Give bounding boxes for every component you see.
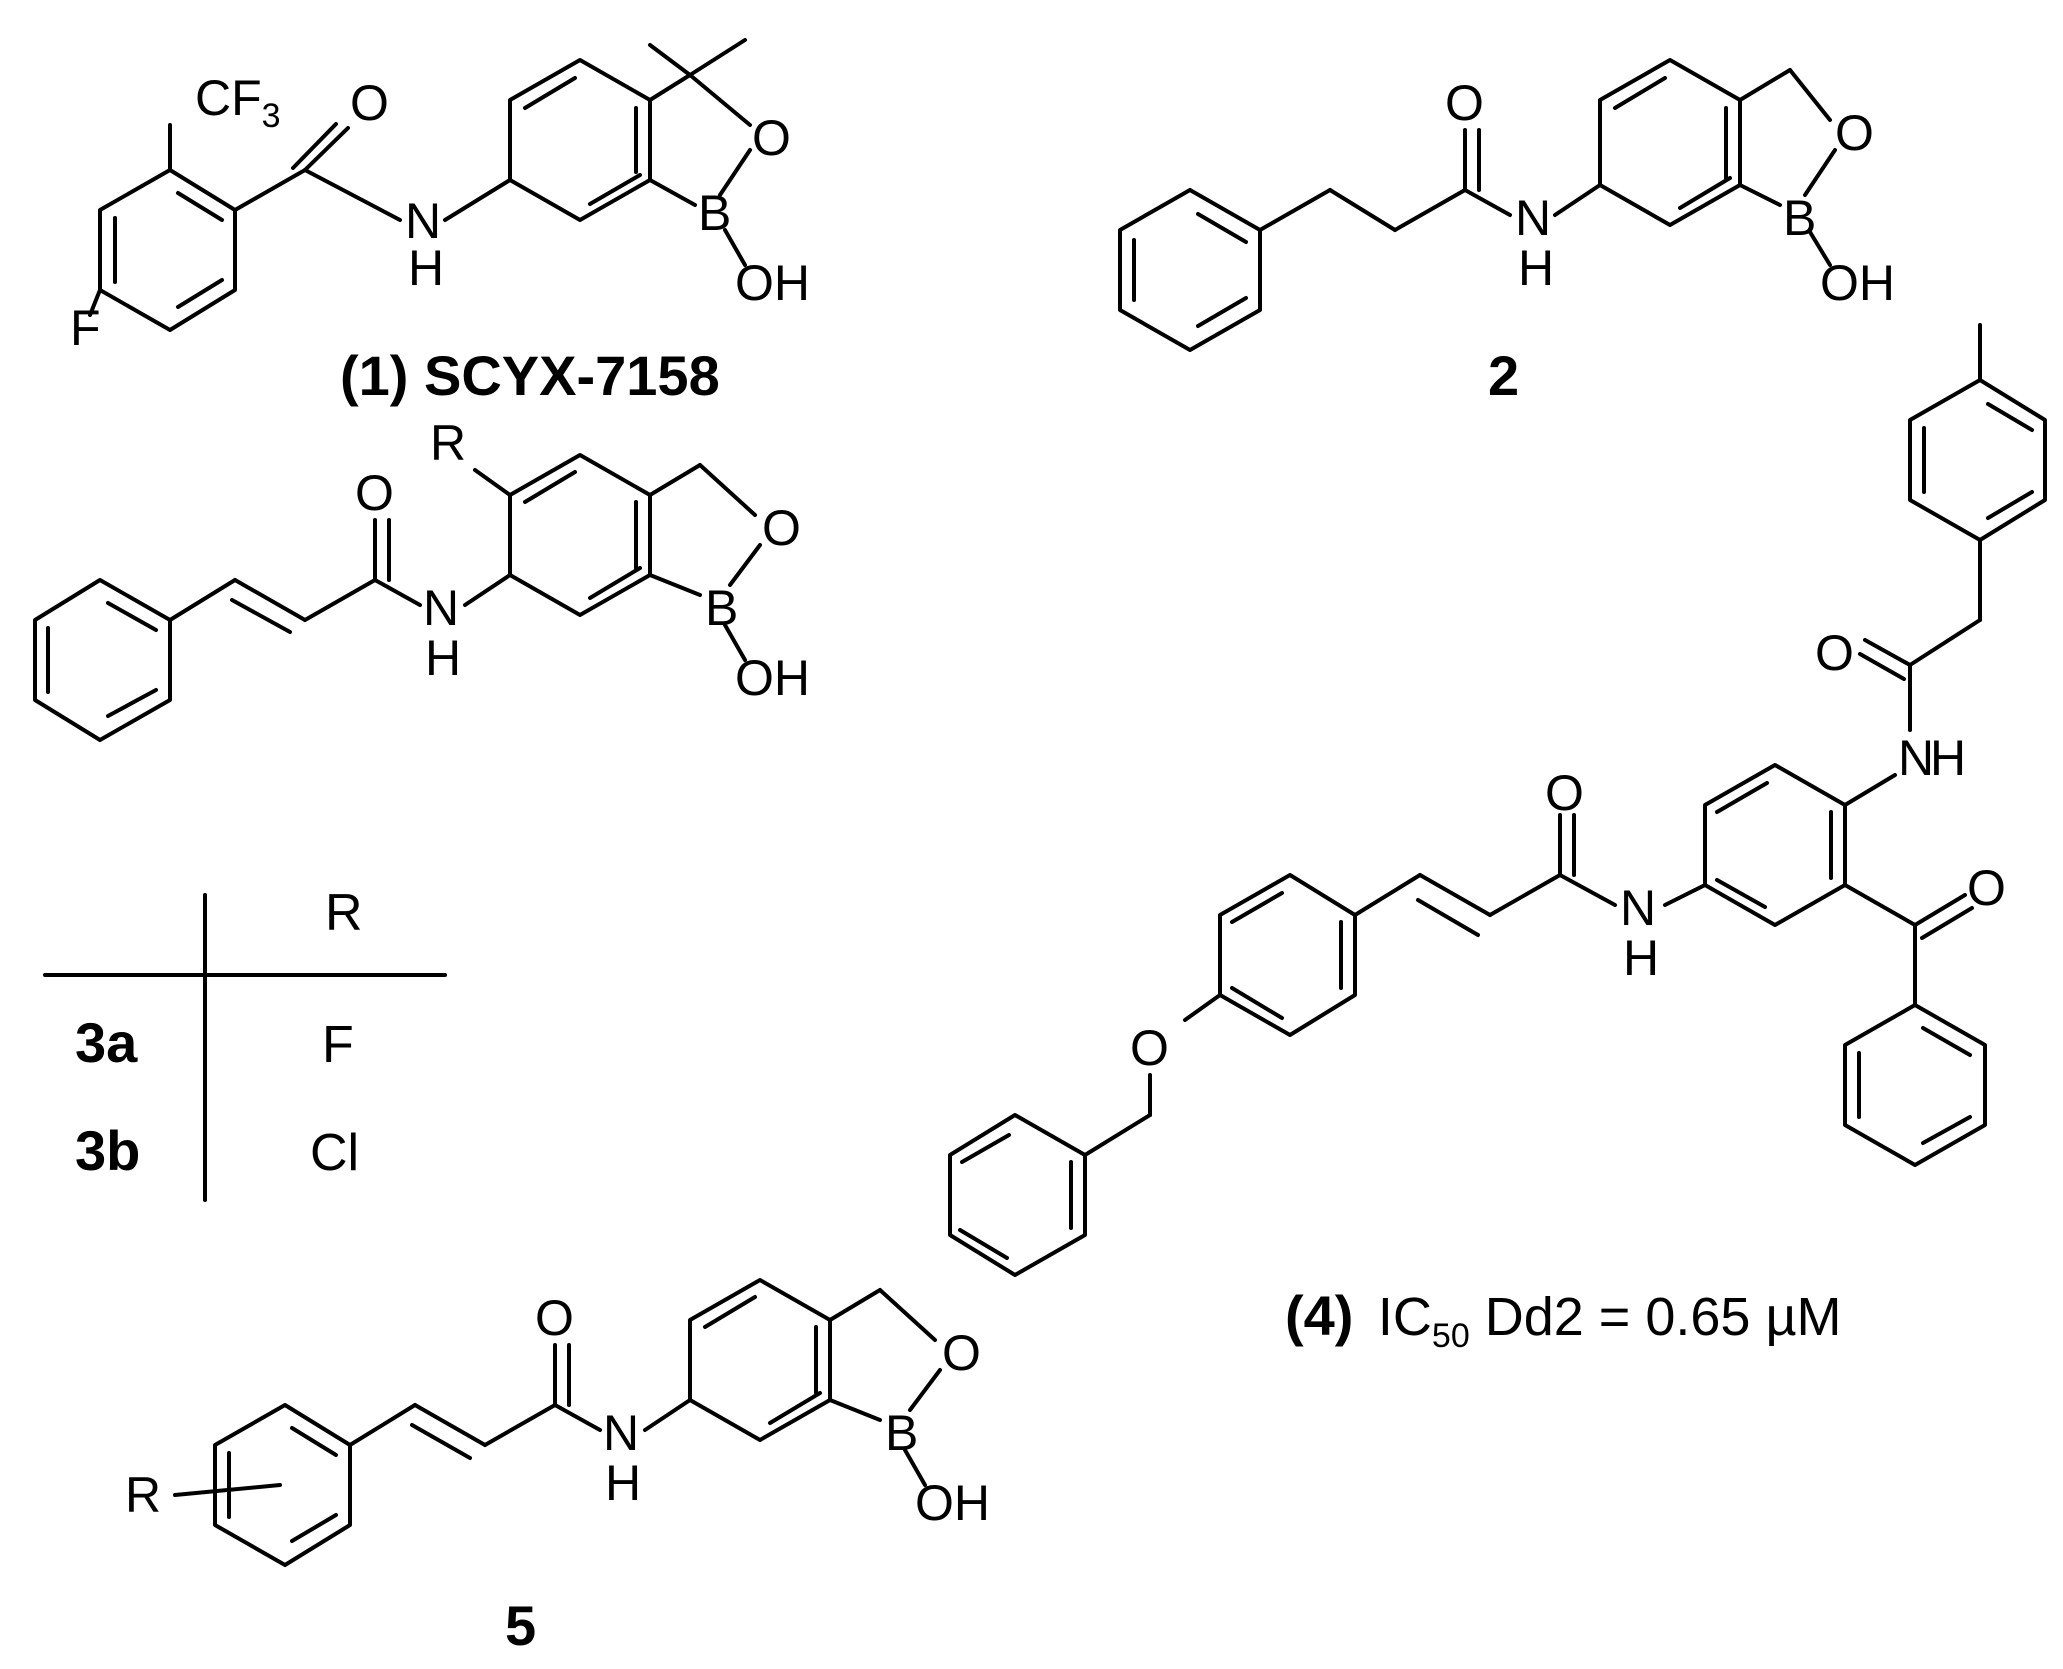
hydroxyl-group: OH (735, 255, 810, 311)
table-row-r-value: F (322, 1016, 354, 1074)
amide-hydrogen: H (408, 240, 444, 296)
compound-1-label: (1) SCYX-7158 (340, 344, 720, 407)
hydroxyl-group: OH (1820, 255, 1895, 311)
ketone-oxygen: O (1967, 860, 2006, 916)
table-row-compound: 3b (75, 1119, 140, 1182)
boron-atom: B (698, 185, 731, 241)
amide-hydrogen: H (1930, 730, 1966, 786)
amide-nitrogen: N (405, 193, 441, 249)
compound-2-label: 2 (1488, 344, 1519, 407)
carbonyl-oxygen: O (1545, 765, 1584, 821)
compound-1-structure: CF3 F O N H O B OH (1) SCYX-7158 (70, 38, 810, 407)
compound-4-label: (4) IC50 Dd2 = 0.65 µM (1285, 1284, 1842, 1355)
substituent-table: R 3a F 3b Cl (43, 884, 447, 1202)
compound-3-structure: R O N H O B OH (33, 415, 810, 742)
carbonyl-oxygen: O (1445, 75, 1484, 131)
amide-hydrogen: H (1518, 240, 1554, 296)
fluorine-atom: F (70, 300, 101, 356)
ether-oxygen: O (1130, 1020, 1169, 1076)
hydroxyl-group: OH (915, 1475, 990, 1531)
ring-oxygen: O (942, 1325, 981, 1381)
r-substituent: R (125, 1467, 161, 1523)
ring-oxygen: O (1835, 105, 1874, 161)
r-substituent: R (430, 415, 466, 471)
compound-4-structure: O N H O O N H O (4) IC50 Dd2 = 0.65 µM (948, 323, 2047, 1355)
compound-5-structure: R O N H O B OH 5 (125, 1278, 990, 1657)
boron-atom: B (1783, 190, 1816, 246)
carbonyl-oxygen: O (350, 75, 389, 131)
amide-nitrogen: N (1515, 190, 1551, 246)
amide-nitrogen: N (423, 580, 459, 636)
table-row-compound: 3a (75, 1011, 138, 1074)
hydroxyl-group: OH (735, 650, 810, 706)
ring-oxygen: O (752, 110, 791, 166)
amide-hydrogen: H (605, 1455, 641, 1511)
carbonyl-oxygen: O (355, 465, 394, 521)
carbonyl-oxygen: O (535, 1290, 574, 1346)
compound-5-label: 5 (505, 1594, 536, 1657)
boron-atom: B (705, 580, 738, 636)
table-header-r: R (325, 884, 363, 942)
ring-oxygen: O (762, 500, 801, 556)
cf3-text: CF3 (195, 70, 281, 135)
table-row-r-value: Cl (310, 1124, 359, 1182)
amide-nitrogen: N (1898, 730, 1934, 786)
compound-2-structure: O N H O B OH 2 (1118, 58, 1895, 407)
amide-hydrogen: H (1623, 930, 1659, 986)
boron-atom: B (885, 1405, 918, 1461)
carbonyl-oxygen: O (1815, 625, 1854, 681)
amide-nitrogen: N (1620, 880, 1656, 936)
amide-nitrogen: N (603, 1405, 639, 1461)
amide-hydrogen: H (425, 630, 461, 686)
